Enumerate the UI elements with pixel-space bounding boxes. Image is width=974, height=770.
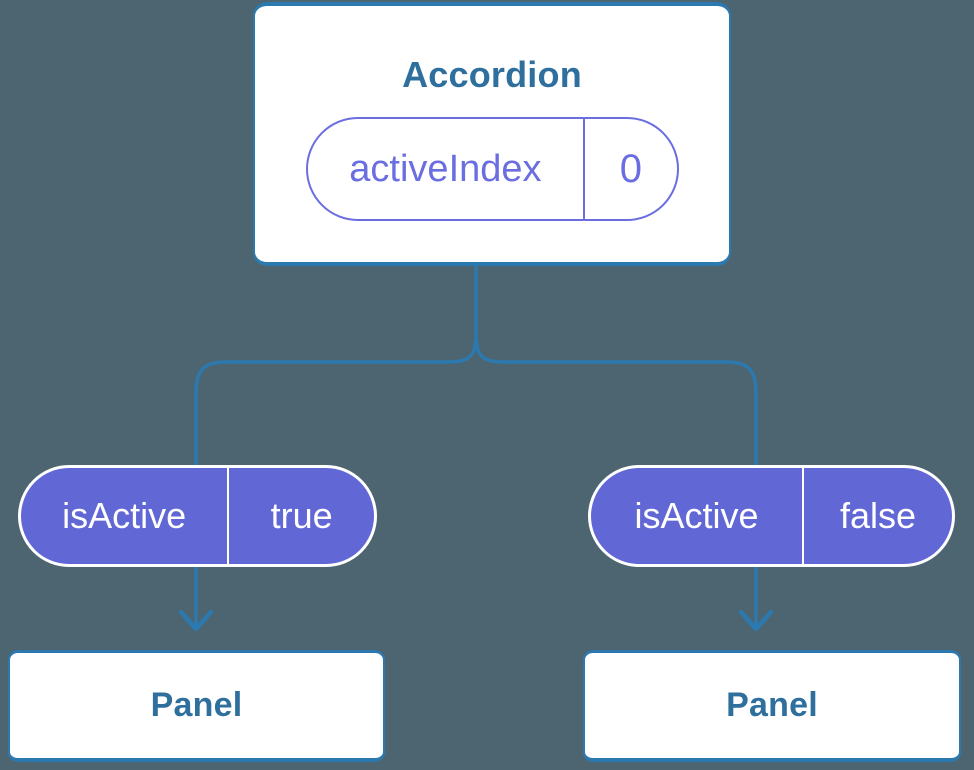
panel-component-card-right: Panel: [583, 650, 961, 762]
accordion-component-card: Accordion activeIndex 0: [253, 2, 731, 266]
connector-branch-right: [474, 333, 758, 627]
component-title: Panel: [150, 685, 243, 724]
prop-name-label: isActive: [591, 468, 804, 564]
state-pill: activeIndex 0: [305, 117, 679, 222]
state-name-label: activeIndex: [308, 119, 586, 220]
arrowhead-down-left-icon: [178, 609, 214, 632]
component-title: Accordion: [402, 54, 582, 95]
prop-pill-isactive-true: isActive true: [18, 465, 377, 567]
prop-value-label: true: [270, 495, 333, 536]
state-value-label: 0: [619, 146, 643, 191]
panel-component-card-left: Panel: [8, 650, 385, 762]
connector-branch-left: [194, 333, 478, 627]
arrowhead-down-right-icon: [738, 609, 774, 632]
component-title: Panel: [726, 685, 818, 724]
prop-name-label: isActive: [21, 468, 230, 564]
prop-pill-isactive-false: isActive false: [588, 465, 955, 567]
prop-value-label: false: [839, 495, 917, 536]
